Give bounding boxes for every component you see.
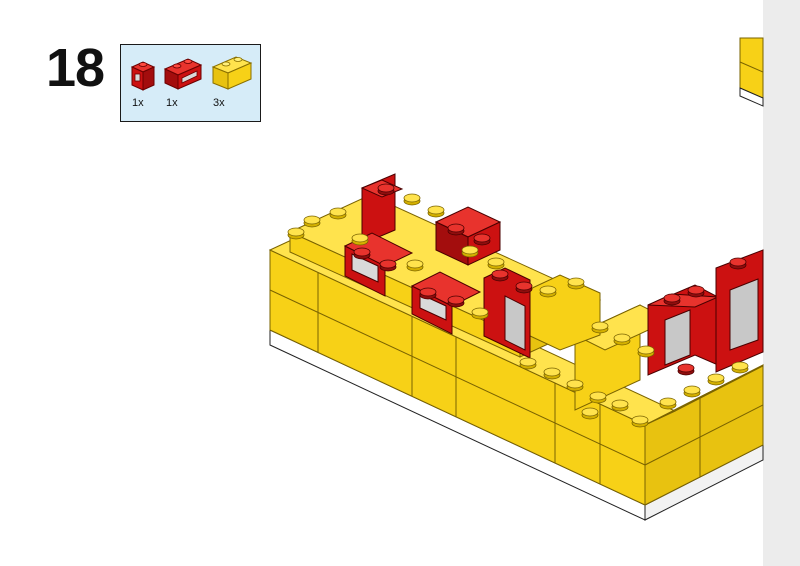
part-quantity: 1x (132, 97, 144, 109)
page-edge (763, 0, 800, 566)
cropped-brick-top-right (739, 37, 764, 107)
parts-list-callout: 1x 1x 3x (120, 44, 261, 122)
yellow-brick-1x2-part-icon (211, 56, 253, 90)
part-quantity: 3x (213, 97, 225, 109)
part-quantity: 1x (166, 97, 178, 109)
red-window-1x2-part-icon (163, 58, 203, 90)
red-window-1x1-part-icon (130, 61, 156, 91)
step-number: 18 (46, 38, 105, 98)
